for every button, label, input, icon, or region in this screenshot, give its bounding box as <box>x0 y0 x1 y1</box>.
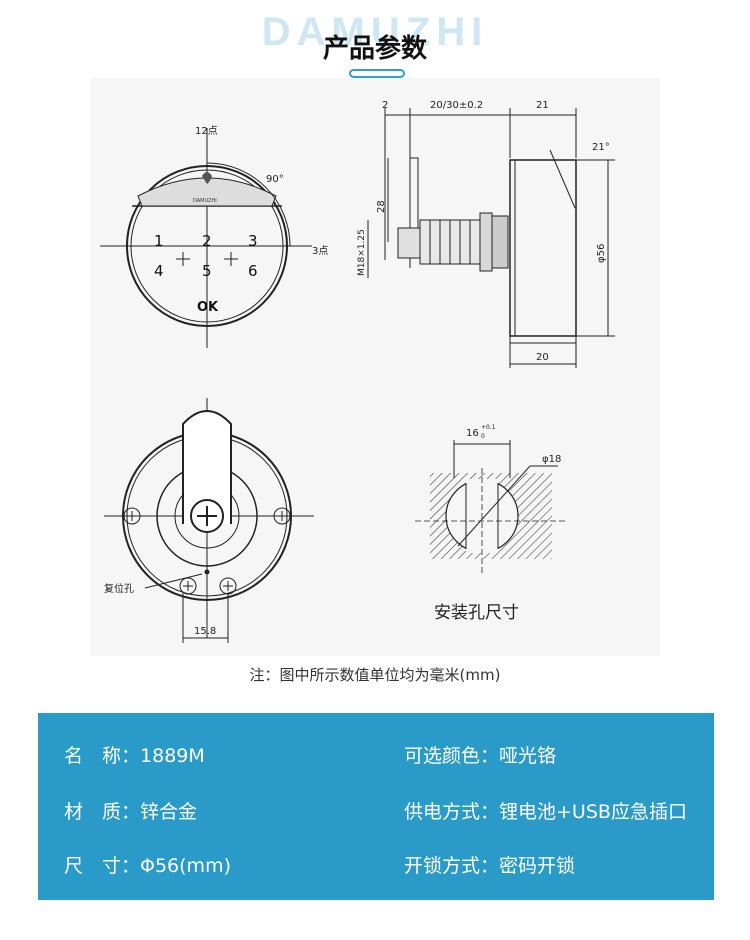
key-1: 1 <box>154 232 164 250</box>
spec-material: 材 质：锌合金 <box>64 797 197 824</box>
brand-watermark: DAMUZHI <box>261 10 489 54</box>
unit-note: 注：图中所示数值单位均为毫米(mm) <box>249 666 501 684</box>
title-underline <box>349 69 405 78</box>
spec-name-value: 1889M <box>140 745 205 767</box>
spec-power-value: 锂电池+USB应急插口 <box>499 801 687 823</box>
spec-unlock-key: 开锁方式： <box>404 855 500 877</box>
dim-28: 28 <box>376 200 387 213</box>
dim-15-8: 15.8 <box>194 626 216 637</box>
spec-name-key: 名 称： <box>64 745 141 767</box>
dim-2: 2 <box>382 100 388 111</box>
technical-drawing: 12点 3点 90° DAMUZHI 1 2 3 4 5 6 OK <box>90 78 660 656</box>
spec-power-key: 供电方式： <box>404 801 500 823</box>
dim-tol-lower: 0 <box>481 433 485 440</box>
key-4: 4 <box>154 262 164 280</box>
dim-21: 21 <box>536 100 549 111</box>
dim-20-bottom: 20 <box>536 352 549 363</box>
logo-text: DAMUZHI <box>193 198 217 204</box>
label-12-oclock: 12点 <box>195 125 218 137</box>
label-angle-90: 90° <box>266 174 284 185</box>
dim-diameter-56: φ56 <box>596 244 607 263</box>
spec-material-key: 材 质： <box>64 801 141 823</box>
dim-angle-21: 21° <box>592 142 610 153</box>
dim-diameter-18: φ18 <box>542 454 561 465</box>
reset-hole-label: 复位孔 <box>104 582 134 595</box>
label-3-oclock: 3点 <box>312 245 328 257</box>
side-view <box>367 108 615 368</box>
spec-power: 供电方式：锂电池+USB应急插口 <box>404 797 687 824</box>
dim-16: 16 <box>466 428 479 439</box>
front-view <box>100 128 312 348</box>
spec-size: 尺 寸：Φ56(mm) <box>64 851 231 878</box>
spec-color: 可选颜色：哑光铬 <box>404 741 556 768</box>
dim-thread: M18×1.25 <box>357 229 367 276</box>
spec-size-value: Φ56(mm) <box>140 855 231 877</box>
key-3: 3 <box>248 232 258 250</box>
spec-material-value: 锌合金 <box>140 801 198 823</box>
spec-color-value: 哑光铬 <box>499 745 557 767</box>
key-6: 6 <box>248 262 258 280</box>
spec-color-key: 可选颜色： <box>404 745 500 767</box>
key-5: 5 <box>202 262 212 280</box>
page-title: 产品参数 <box>322 34 427 64</box>
spec-name: 名 称：1889M <box>64 741 205 768</box>
spec-unlock: 开锁方式：密码开锁 <box>404 851 575 878</box>
mounting-hole-caption: 安装孔尺寸 <box>434 603 519 623</box>
mounting-hole <box>415 440 565 573</box>
spec-panel: 名 称：1889M 可选颜色：哑光铬 材 质：锌合金 供电方式：锂电池+USB应… <box>38 713 714 900</box>
dim-20-30: 20/30±0.2 <box>430 100 483 111</box>
spec-unlock-value: 密码开锁 <box>499 855 576 877</box>
back-view <box>104 398 314 643</box>
dim-tol-upper: +0.1 <box>481 424 496 431</box>
key-ok: OK <box>197 300 219 315</box>
key-2: 2 <box>202 232 212 250</box>
spec-size-key: 尺 寸： <box>64 855 141 877</box>
